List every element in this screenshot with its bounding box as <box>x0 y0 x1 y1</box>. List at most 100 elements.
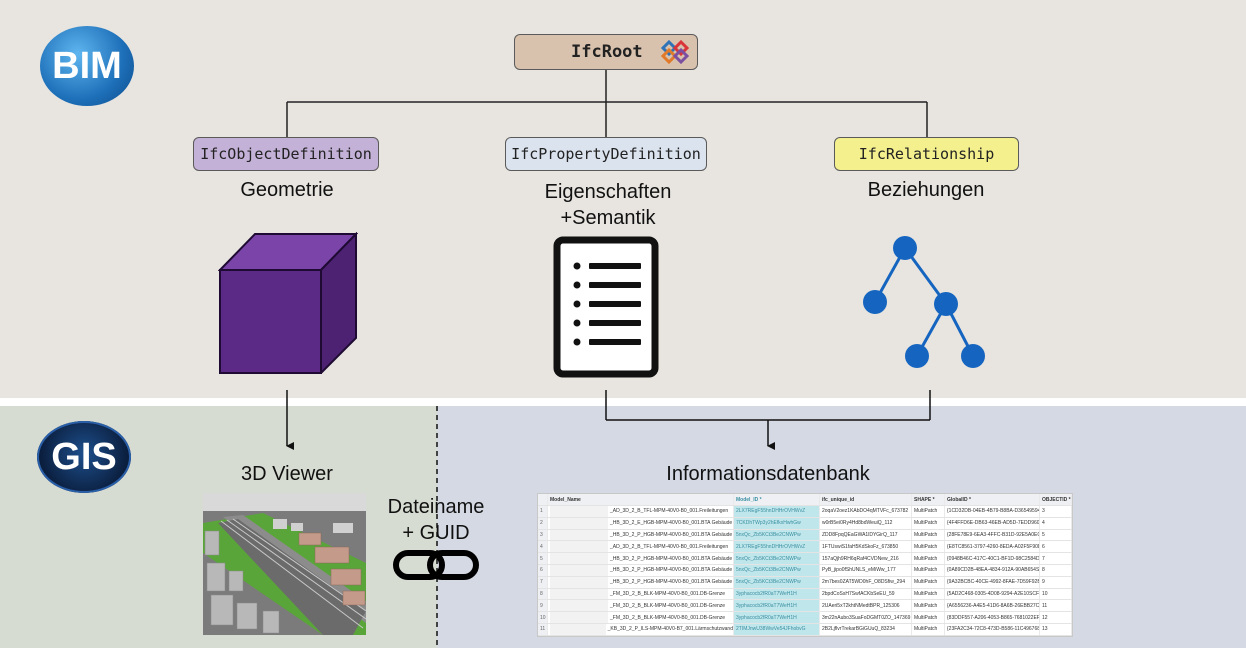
table-cell: _HB_3D_2_P_HGB-MPM-40V0-B0_001.BTA Gebäu… <box>548 553 734 564</box>
table-row[interactable]: 4_AD_3D_2_B_TFL-MPM-40V0-B0_001.Freileit… <box>538 541 1072 554</box>
table-cell: {5AD2C468-0305-4D08-9294-A2E10SCF00F1} <box>945 588 1040 600</box>
table-cell: MultiPatch <box>912 564 945 576</box>
bim-badge: BIM <box>40 26 134 106</box>
table-cell: PyB_jipo0fShUNLS_eMiWw_177 <box>820 564 912 576</box>
table-cell: 2TIMJnwU38WwVe54JFhobvG <box>734 623 820 635</box>
table-cell: 7 <box>538 576 548 588</box>
table-row[interactable]: 2 _HB_3D_2_E_HGB-MPM-40V0-B0_001.BTA Gebä… <box>538 517 1072 530</box>
table-header-cell[interactable]: Model_Name <box>548 494 734 505</box>
table-cell: 11 <box>1040 600 1072 612</box>
table-cell: _HB_3D_2_P_HGB-MPM-40V0-B0_001.BTA Gebäu… <box>548 576 734 588</box>
table-row[interactable]: 6 _HB_3D_2_P_HGB-MPM-40V0-B0_001.BTA Gebä… <box>538 564 1072 577</box>
database-label: Informationsdatenbank <box>666 463 870 485</box>
table-row[interactable]: 1 _AD_3D_2_B_TFL-MPM-40V0-B0_001.Freileit… <box>538 506 1072 518</box>
table-cell: 4 <box>538 541 548 553</box>
table-cell: _HB_3D_2_P_HGB-MPM-40V0-B0_001.BTA Gebäu… <box>548 529 734 541</box>
table-cell: 3yphacocb2fR0aT7WeH1H <box>734 588 820 600</box>
cube-icon <box>218 232 358 374</box>
table-cell-text: _HB_3D_2_P_HGB-MPM-40V0-B0_001.BTA Gebäu… <box>610 567 733 574</box>
geometrie-caption: Geometrie <box>240 179 334 201</box>
table-cell: _HB_3D_2_P_HGB-MPM-40V0-B0_001.BTA Gebäu… <box>548 564 734 576</box>
redacted-cell-area <box>550 612 608 623</box>
eigenschaften-caption: Eigenschaften <box>544 181 672 203</box>
table-header-cell[interactable]: GlobalID * <box>945 494 1040 505</box>
table-row[interactable]: 7_HB_3D_2_P_HGB-MPM-40V0-B0_001.BTA Gebä… <box>538 576 1072 589</box>
table-cell: 13 <box>1040 623 1072 635</box>
table-header-cell[interactable]: SHAPE * <box>912 494 945 505</box>
table-cell: 8 <box>1040 564 1072 576</box>
table-cell: 9 <box>538 600 548 612</box>
table-header-row: Model_Name Model_ID * ifc_unique_id SHAP… <box>538 494 1072 506</box>
table-cell: 2 <box>538 517 548 529</box>
table-cell: MultiPatch <box>912 623 945 635</box>
redacted-cell-area <box>550 576 608 588</box>
table-cell-text: _HB_3D_2_P_HGB-MPM-40V0-B0_001.BTA Gebäu… <box>610 555 733 562</box>
viewer-label: 3D Viewer <box>241 463 333 485</box>
table-header-cell[interactable]: OBJECTID * <box>1040 494 1072 505</box>
table-cell: MultiPatch <box>912 612 945 623</box>
table-cell: 7 <box>1040 553 1072 564</box>
redacted-cell-area <box>550 564 608 576</box>
ifcobjectdefinition-box: IfcObjectDefinition <box>193 137 379 171</box>
table-cell: 5nxQc_Zb5KCt3Be2CNWPw <box>734 576 820 588</box>
table-row[interactable]: 5 _HB_3D_2_P_HGB-MPM-40V0-B0_001.BTA Gebä… <box>538 553 1072 565</box>
table-cell: {4F4FFD6E-DB63-46EB-AD5D-7EDD96077792} <box>945 517 1040 529</box>
bim-badge-label: BIM <box>52 44 122 87</box>
table-cell: _AD_3D_2_B_TFL-MPM-40V0-B0_001.Freileitu… <box>548 541 734 553</box>
gis-badge: GIS <box>37 421 131 493</box>
table-cell: _FM_3D_2_B_BLK-MPM-40V0-B0_001.DB-Grenze <box>548 612 734 623</box>
table-row[interactable]: 8_FM_3D_2_B_BLK-MPM-40V0-B0_001.DB-Grenz… <box>538 588 1072 601</box>
gis-badge-label: GIS <box>51 435 117 478</box>
chain-link-icon <box>393 550 479 580</box>
table-cell: 3 <box>538 529 548 541</box>
table-cell-text: _KB_3D_2_P_ILS-MPM-40V0-B7_001.Lärmschut… <box>607 626 733 633</box>
table-row[interactable]: 11 _KB_3D_2_P_ILS-MPM-40V0-B7_001.Lärmsch… <box>538 623 1072 636</box>
table-cell: 4 <box>1040 517 1072 529</box>
table-cell: 5nxQc_Zb5KCt3Be2CNWPw <box>734 553 820 564</box>
table-cell: 157aQjh9RH6qRaf4CVDNew_216 <box>820 553 912 564</box>
table-cell: 5nxQc_Zb5KCt3Be2CNWPw <box>734 564 820 576</box>
table-row[interactable]: 10_FM_3D_2_B_BLK-MPM-40V0-B0_001.DB-Gren… <box>538 612 1072 624</box>
table-cell: _KB_3D_2_P_ILS-MPM-40V0-B7_001.Lärmschut… <box>548 623 734 635</box>
table-cell-text: _FM_3D_2_B_BLK-MPM-40V0-B0_001.DB-Grenze <box>610 614 726 621</box>
table-cell: _FM_3D_2_B_BLK-MPM-40V0-B0_001.DB-Grenze <box>548 600 734 612</box>
table-cell: {83DDF557-A206-4053-B865-7681022EFDEA} <box>945 612 1040 623</box>
table-cell: {28FE78E9-6EA3-4FFC-B31D-92E5A0EC86F5} <box>945 529 1040 541</box>
table-cell: MultiPatch <box>912 506 945 517</box>
table-cell: 5 <box>538 553 548 564</box>
table-cell: MultiPatch <box>912 588 945 600</box>
table-cell: 10 <box>1040 588 1072 600</box>
table-row[interactable]: 3_HB_3D_2_P_HGB-MPM-40V0-B0_001.BTA Gebä… <box>538 529 1072 542</box>
table-header-cell[interactable]: Model_ID * <box>734 494 820 505</box>
table-cell: {0948B46C-417C-40C1-BF1D-98C2584D5904} <box>945 553 1040 564</box>
table-cell: {9A32BCBC-40CE-4992-8FAE-7D59F92BB6C3} <box>945 576 1040 588</box>
table-cell: 8 <box>538 588 548 600</box>
redacted-cell-area <box>550 506 608 517</box>
table-cell: MultiPatch <box>912 517 945 529</box>
link-label-guid: + GUID <box>402 522 470 544</box>
table-cell-text: _AD_3D_2_B_TFL-MPM-40V0-B0_001.Freileitu… <box>610 508 729 515</box>
table-cell: {E8TC8561-3797-4260-8EDA-A02F5F90DDF8} <box>945 541 1040 553</box>
table-cell: 5 <box>1040 529 1072 541</box>
table-cell: _FM_3D_2_B_BLK-MPM-40V0-B0_001.DB-Grenze <box>548 588 734 600</box>
table-cell: 12 <box>1040 612 1072 623</box>
table-cell: 6 <box>538 564 548 576</box>
table-cell: 3yphacocb2fR0aT7WeH1H <box>734 612 820 623</box>
ifcobjectdefinition-label: IfcObjectDefinition <box>200 145 372 163</box>
table-cell: 11 <box>538 623 548 635</box>
table-cell-text: _HB_3D_2_E_HGB-MPM-40V0-B0_001.BTA Gebäu… <box>610 520 733 527</box>
table-cell: 6 <box>1040 541 1072 553</box>
link-label-filename: Dateiname <box>387 496 485 518</box>
city-scene-image <box>203 493 366 635</box>
ifcrelationship-box: IfcRelationship <box>834 137 1019 171</box>
table-cell: {A6556236-A4E5-41D6-8A6B-26EBB27C5DDD} <box>945 600 1040 612</box>
table-cell: 1 <box>538 506 548 517</box>
table-header-cell[interactable]: ifc_unique_id <box>820 494 912 505</box>
ifcpropertydefinition-box: IfcPropertyDefinition <box>505 137 707 171</box>
table-cell: 2bpdCoSsH7SwfACKbSeEU_59 <box>820 588 912 600</box>
table-row[interactable]: 9_FM_3D_2_B_BLK-MPM-40V0-B0_001.DB-Grenz… <box>538 600 1072 613</box>
table-cell: {23FA2C34-72C8-473D-B586-11C496768C90} <box>945 623 1040 635</box>
ifc-logo-icon <box>660 39 690 65</box>
table-cell: MultiPatch <box>912 541 945 553</box>
table-cell: {0A89CD2B-48EA-4834-912A-90AB654SBB18} <box>945 564 1040 576</box>
